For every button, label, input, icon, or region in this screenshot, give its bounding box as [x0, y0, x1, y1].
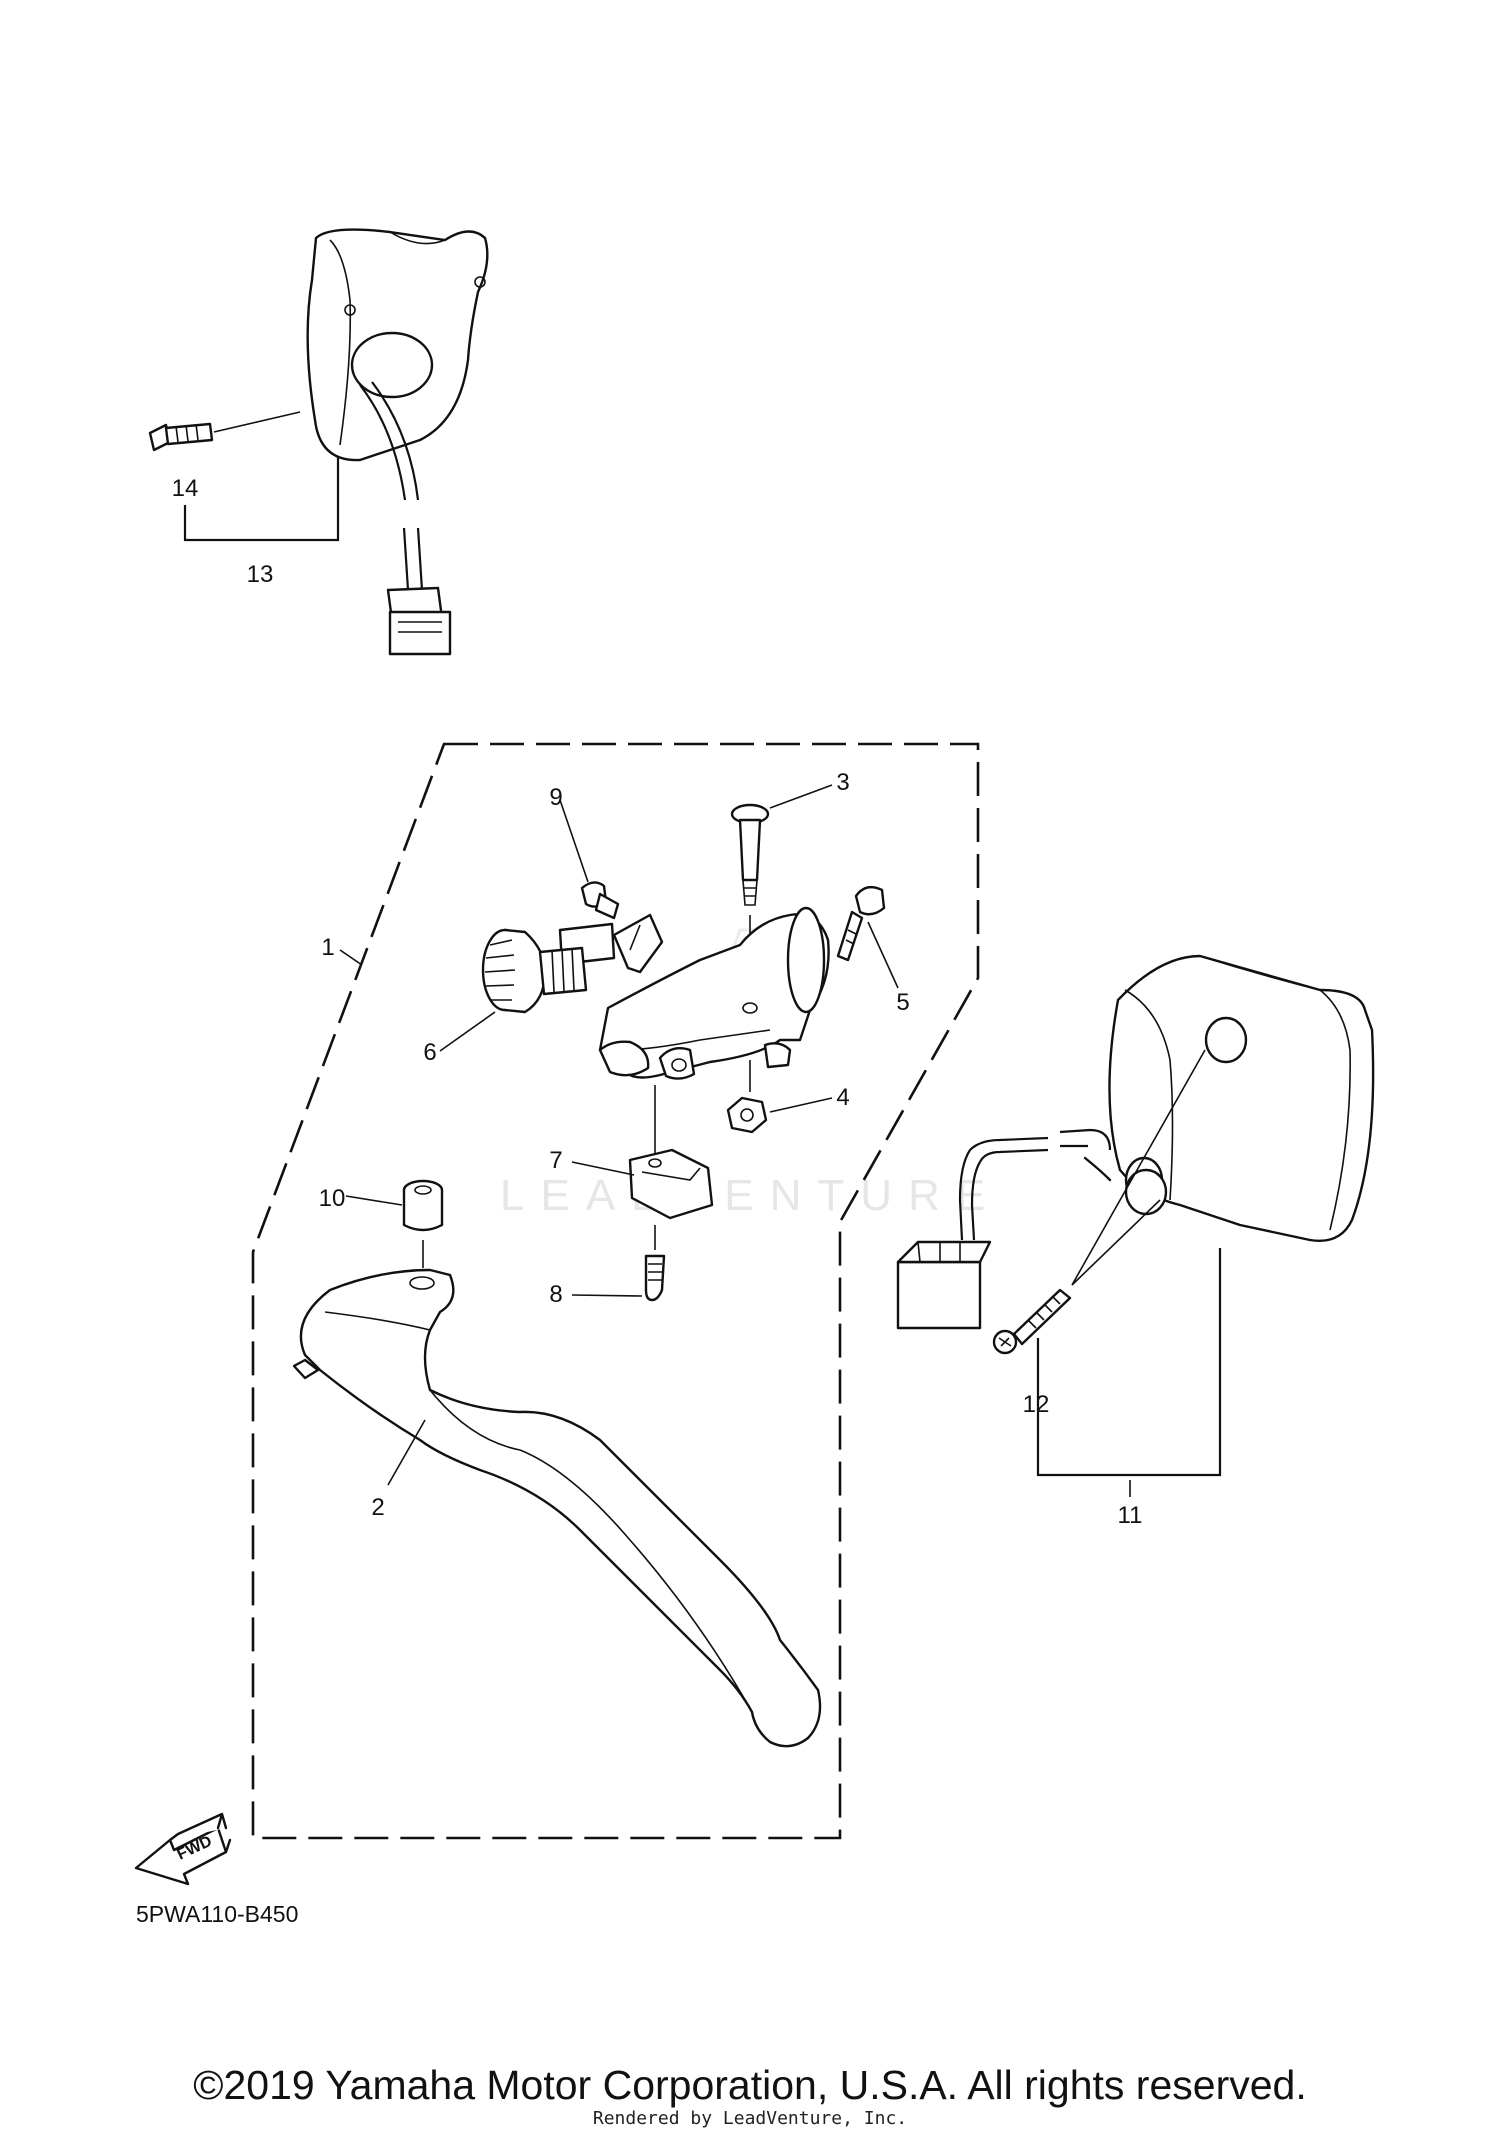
callout-2: 2: [371, 1494, 384, 1521]
screw-12[interactable]: [992, 1049, 1206, 1355]
callout-1: 1: [321, 934, 334, 961]
fwd-arrow-icon: FWD: [134, 1812, 232, 1886]
copyright-notice: ©2019 Yamaha Motor Corporation, U.S.A. A…: [193, 2062, 1307, 2108]
mount-clip[interactable]: [558, 913, 664, 974]
callout-3: 3: [836, 769, 849, 796]
callout-13: 13: [247, 561, 274, 588]
bolt-5[interactable]: [836, 885, 886, 962]
callout-14: 14: [172, 475, 199, 502]
adjuster-knob-6[interactable]: [481, 928, 588, 1014]
right-handlebar-switch[interactable]: [896, 954, 1375, 1330]
rendered-by-notice: Rendered by LeadVenture, Inc.: [592, 2108, 908, 2129]
left-handlebar-switch[interactable]: [306, 228, 489, 656]
switch-7[interactable]: [628, 1148, 714, 1220]
collar-10[interactable]: [402, 1179, 444, 1268]
drawing-code: 5PWA110-B450: [136, 1901, 298, 1927]
callout-12: 12: [1023, 1391, 1050, 1418]
callout-6: 6: [423, 1039, 436, 1066]
screw-9[interactable]: [580, 881, 620, 920]
screw-8[interactable]: [644, 1225, 666, 1302]
callout-4: 4: [836, 1084, 849, 1111]
callout-5: 5: [896, 989, 909, 1016]
nut-4[interactable]: [726, 1060, 768, 1134]
watermark: LEADVENTURE: [500, 1171, 1001, 1220]
bolt-3[interactable]: [730, 803, 770, 1005]
watermark-group: LEADVENTURE: [500, 928, 1001, 1220]
callout-9: 9: [549, 784, 562, 811]
callout-10: 10: [319, 1185, 346, 1212]
callout-7: 7: [549, 1147, 562, 1174]
bracket-11-12: [1036, 1248, 1222, 1477]
leader-lines: [339, 784, 1131, 1497]
lever-holder[interactable]: [598, 906, 830, 1160]
callout-8: 8: [549, 1281, 562, 1308]
clutch-lever-2[interactable]: [292, 1268, 822, 1748]
screw-14[interactable]: [148, 411, 301, 452]
lever-assembly-boundary: [251, 742, 980, 1840]
callout-labels: 1 2 3 4 5 6 7 8 9 10 11 12 13 14: [172, 475, 1143, 1529]
bracket-13-14: [183, 457, 340, 542]
callout-11: 11: [1118, 1502, 1143, 1529]
